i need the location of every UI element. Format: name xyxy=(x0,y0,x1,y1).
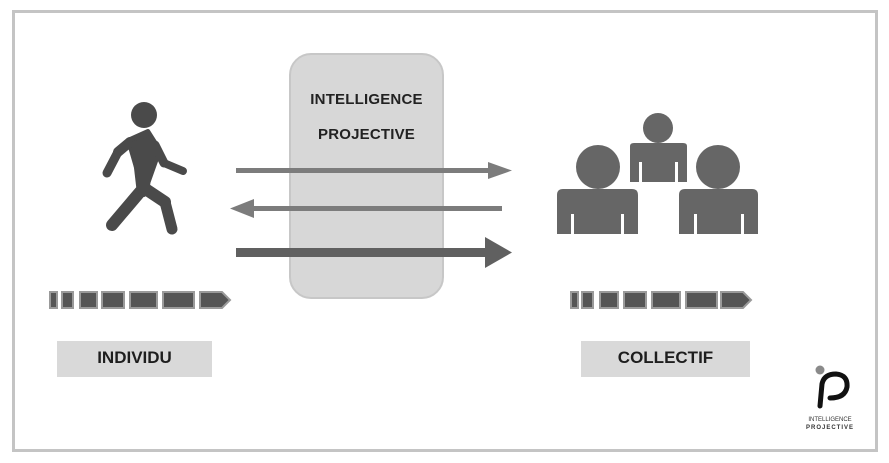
arrow-right-bottom xyxy=(236,237,512,268)
individu-label: INDIVIDU xyxy=(57,341,212,377)
arrow-right-top xyxy=(236,162,512,179)
collectif-label: COLLECTIF xyxy=(581,341,750,377)
logo-text-line2: PROJECTIVE xyxy=(805,425,854,431)
arrow-left-middle xyxy=(230,199,502,218)
intelligence-projective-logo-icon xyxy=(815,365,850,409)
logo-text-line1: INTELLIGENCE xyxy=(808,417,852,423)
center-title-line1: INTELLIGENCE xyxy=(310,91,423,108)
group-people-icon xyxy=(557,113,758,234)
progression-bar-right xyxy=(570,291,753,309)
intelligence-projective-box xyxy=(289,53,444,299)
walking-person-icon xyxy=(102,102,187,235)
progression-bar-left xyxy=(49,291,232,309)
center-title-line2: PROJECTIVE xyxy=(317,126,416,143)
center-title: INTELLIGENCE PROJECTIVE xyxy=(289,82,444,152)
